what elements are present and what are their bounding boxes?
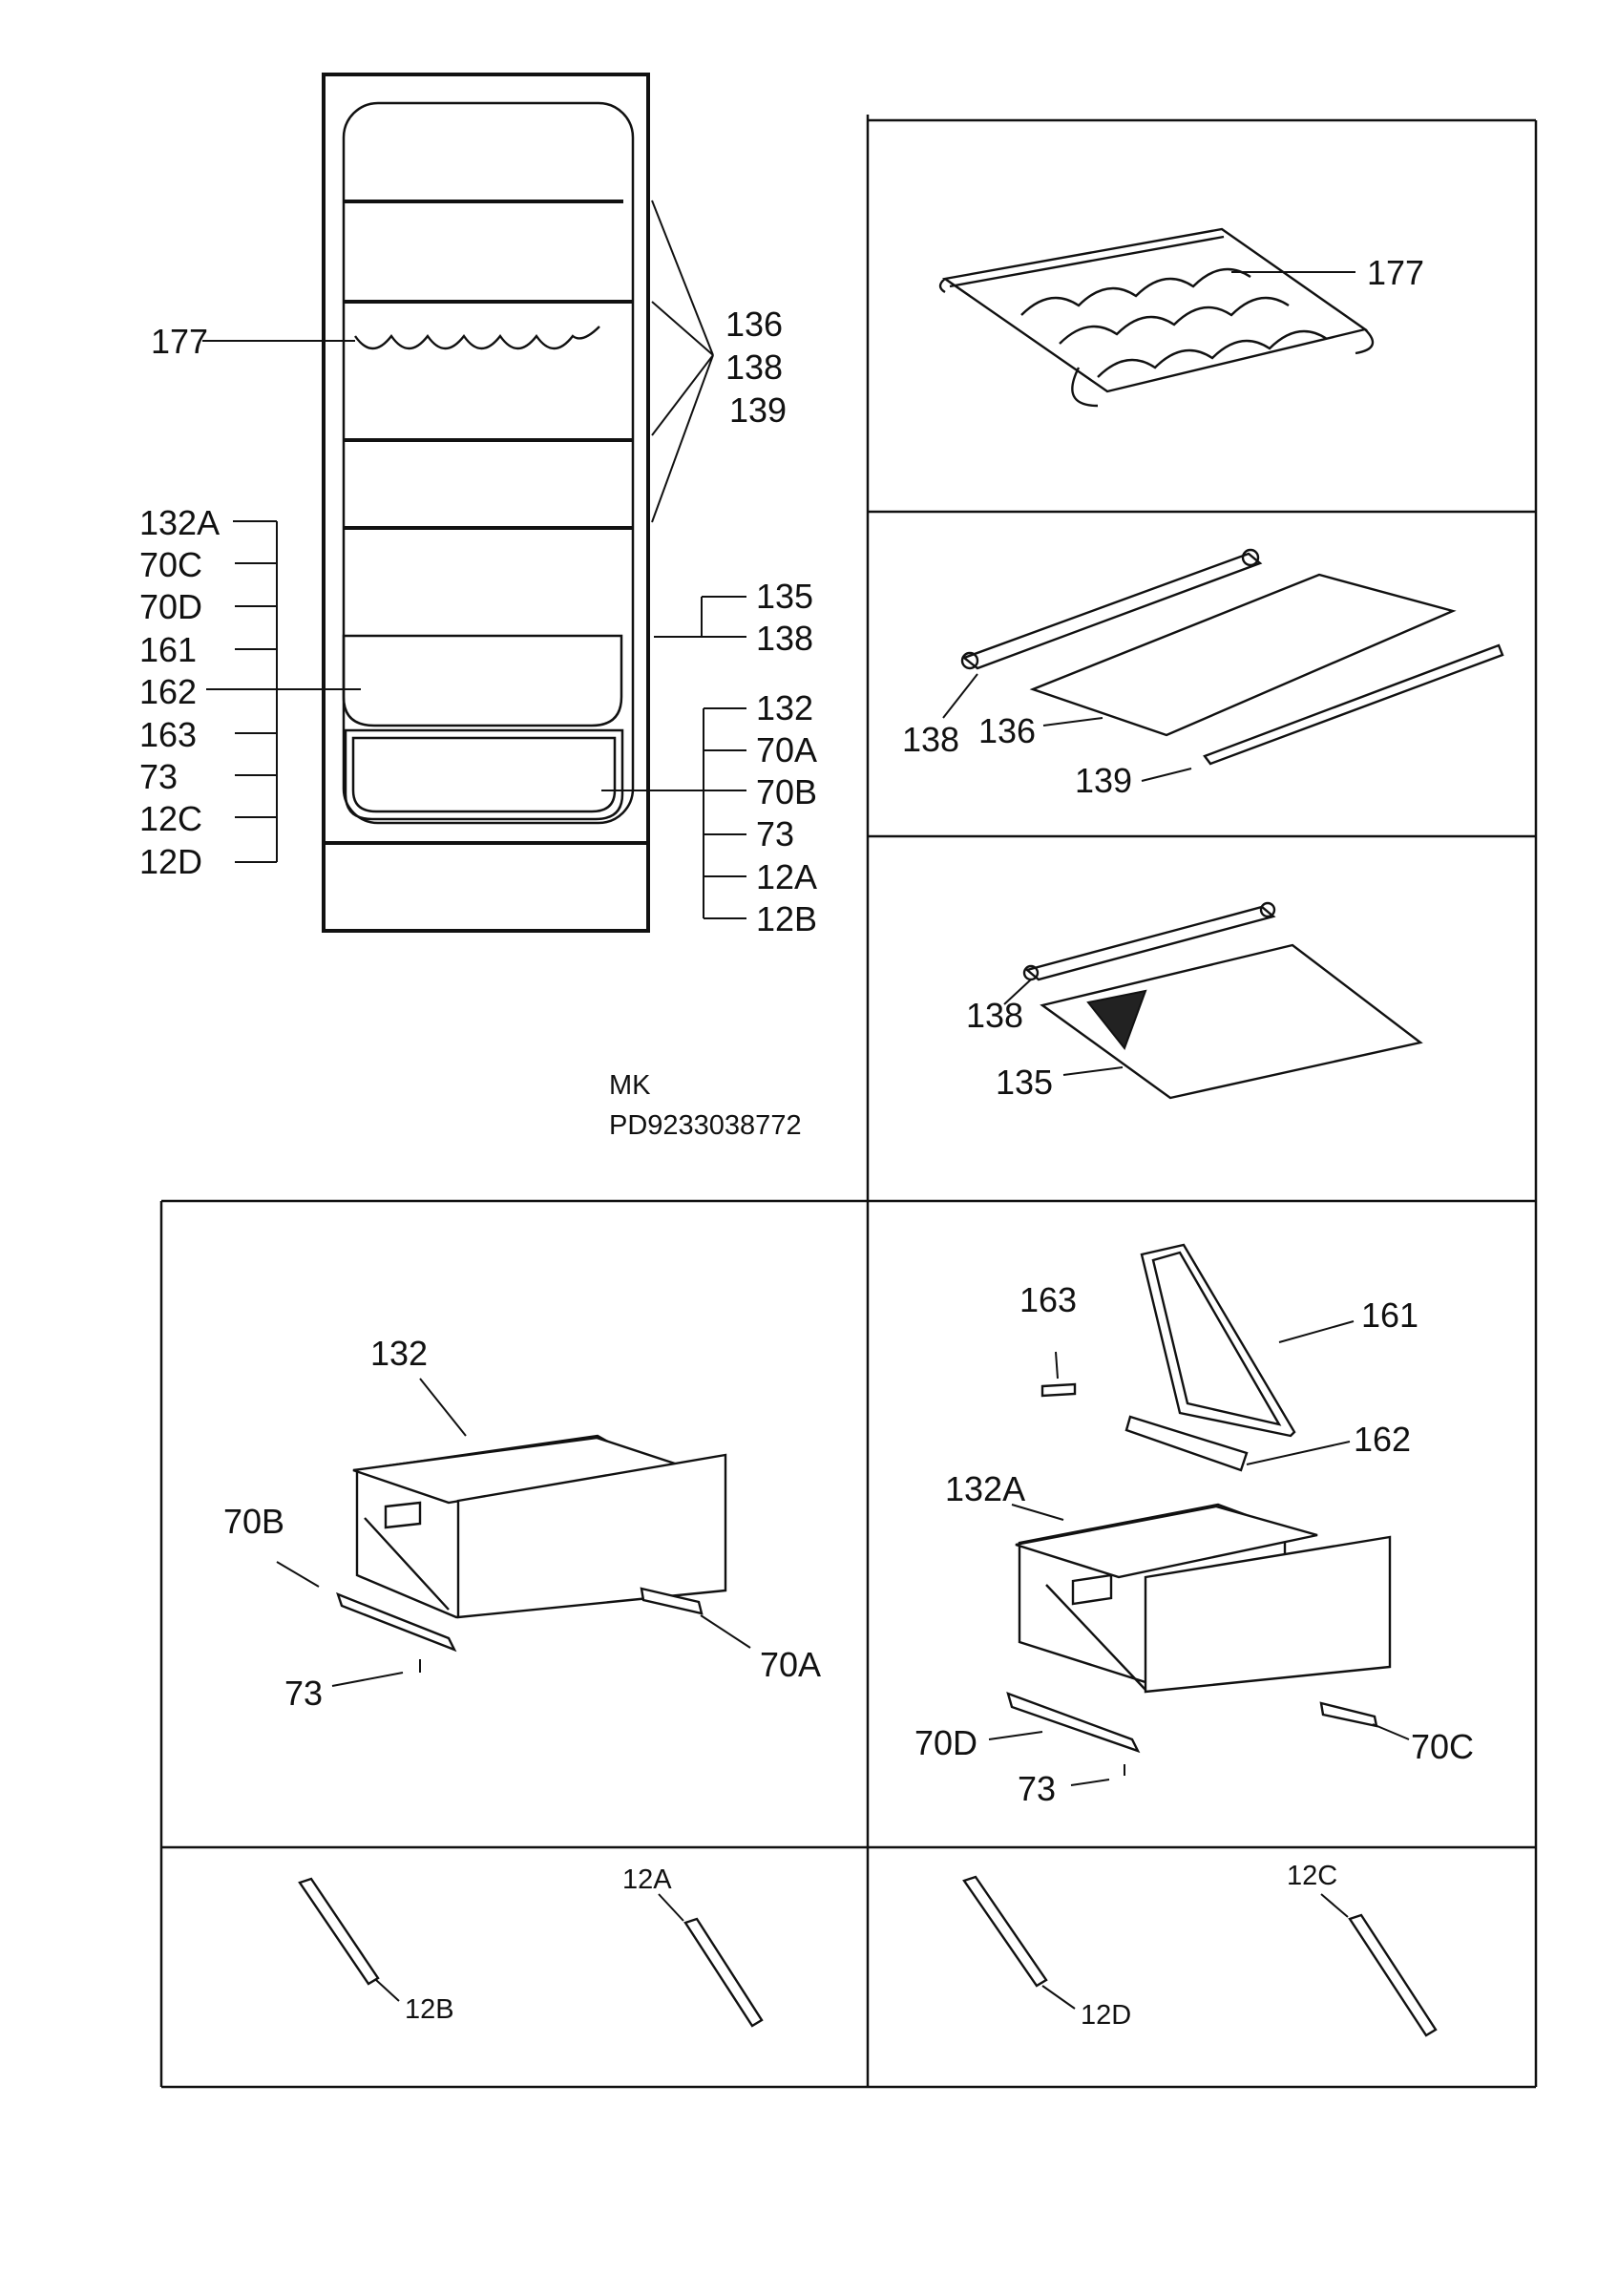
label-135: 135	[756, 577, 813, 616]
label-177: 177	[151, 322, 208, 361]
label-70A: 70A	[756, 730, 817, 769]
label-70B: 70B	[756, 772, 817, 811]
p4-label-73: 73	[284, 1674, 323, 1713]
label-138: 138	[725, 348, 783, 387]
p4-label-70B: 70B	[223, 1502, 284, 1541]
p5-label-70C: 70C	[1411, 1727, 1474, 1766]
label-12C: 12C	[139, 799, 202, 838]
label-73: 73	[139, 757, 178, 796]
p5-label-132A: 132A	[945, 1469, 1025, 1508]
p2-label-139: 139	[1075, 761, 1132, 800]
label-163: 163	[139, 715, 197, 754]
p5-label-163: 163	[1019, 1280, 1077, 1319]
p5-label-70D: 70D	[914, 1723, 977, 1762]
p2-label-138: 138	[902, 720, 959, 759]
decor-pattern	[1086, 989, 1147, 1051]
panel-frames	[159, 115, 1538, 2089]
p4-label-132: 132	[370, 1334, 428, 1373]
cabinet-overview: 177 136 138 139 132A 70C 70D 161 162 163…	[139, 73, 817, 1141]
label-161: 161	[139, 630, 197, 669]
p5-label-162: 162	[1354, 1420, 1411, 1459]
label-136: 136	[725, 305, 783, 344]
model-code: MK	[609, 1070, 651, 1101]
label-70C: 70C	[139, 545, 202, 584]
panel-drawer-132: 132 70B 73 70A	[223, 1334, 821, 1713]
panel-rails-12C-12D: 12D 12C	[962, 1861, 1438, 2037]
label-138b: 138	[756, 619, 813, 658]
p1-label-177: 177	[1367, 253, 1424, 292]
label-73b: 73	[756, 814, 794, 853]
p3-label-135: 135	[996, 1063, 1053, 1102]
panel-wine-rack: 177	[938, 227, 1424, 408]
upper-drawer	[342, 634, 623, 727]
p6-label-12B: 12B	[405, 1994, 454, 2025]
p7-label-12C: 12C	[1287, 1861, 1337, 1891]
lower-drawer	[344, 728, 624, 821]
label-139: 139	[729, 390, 787, 430]
label-132A: 132A	[139, 503, 220, 542]
wine-rack-wave	[354, 326, 600, 350]
label-70D: 70D	[139, 587, 202, 626]
p2-label-136: 136	[978, 711, 1036, 750]
label-12D: 12D	[139, 842, 202, 881]
p6-label-12A: 12A	[622, 1864, 672, 1895]
panel-glass-shelf: 138 136 139	[902, 548, 1504, 800]
p3-label-138: 138	[966, 996, 1023, 1035]
panel-drawer-132A: 163 161 162 132A 70D 73 70C	[914, 1243, 1474, 1808]
p5-label-73: 73	[1018, 1769, 1056, 1808]
panel-rails-12A-12B: 12B 12A	[298, 1864, 764, 2028]
model-number: PD9233038772	[609, 1110, 802, 1141]
p5-label-161: 161	[1361, 1295, 1418, 1335]
label-162: 162	[139, 672, 197, 711]
p7-label-12D: 12D	[1081, 2000, 1131, 2031]
p4-label-70A: 70A	[760, 1645, 821, 1684]
panel-patterned-shelf: 138 135	[966, 901, 1423, 1102]
label-12A: 12A	[756, 857, 817, 896]
label-132: 132	[756, 688, 813, 727]
label-12B: 12B	[756, 899, 817, 938]
